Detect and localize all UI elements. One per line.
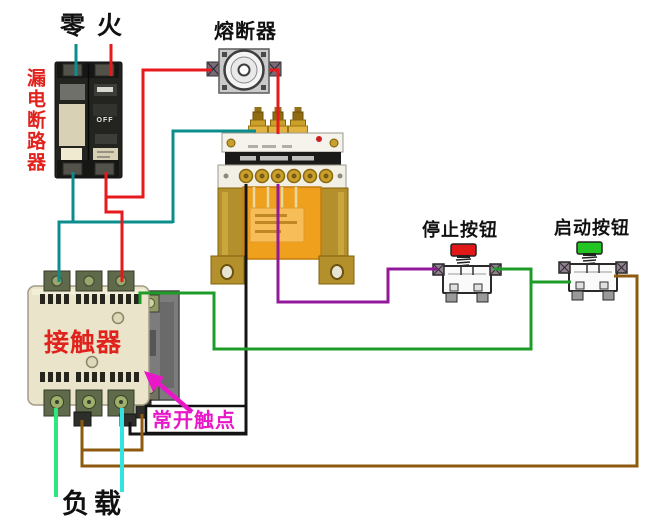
no-contact-arrow <box>144 371 194 414</box>
vent-slots <box>40 294 139 382</box>
contactor-label: 接触器 <box>44 329 123 357</box>
start-button-cap <box>576 241 603 255</box>
no-contact-label: 常开触点 <box>152 410 236 432</box>
wires <box>54 44 639 497</box>
fuse-label: 熔断器 <box>214 21 277 43</box>
contactor-icon <box>27 270 180 427</box>
leakage-breaker-icon <box>54 61 123 179</box>
leakage-breaker-label: 漏电断路器 <box>24 68 45 173</box>
transformer-lower-terminals <box>223 168 343 184</box>
live-wire-segment <box>270 68 280 134</box>
start-button-icon <box>558 241 628 301</box>
fuse-icon <box>206 48 282 94</box>
secondary-purple-wire <box>276 184 438 304</box>
transformer-icon <box>210 107 355 285</box>
neutral-wire-segment <box>171 129 256 223</box>
control-green-wire <box>138 267 533 351</box>
live-wire-segment <box>106 68 212 199</box>
indicator-dot <box>316 136 322 142</box>
stop-button-cap <box>450 243 477 257</box>
coil-brown-wire-branch <box>82 414 144 452</box>
live-label: 火 <box>97 12 124 40</box>
stop-button-icon <box>432 243 502 303</box>
start-button-label: 启动按钮 <box>554 218 630 238</box>
neutral-label: 零 <box>60 12 87 40</box>
breaker-off-label: OFF <box>96 117 114 124</box>
live-wire-segment <box>104 210 124 282</box>
load-label: 负载 <box>62 489 126 519</box>
secondary-black-wire <box>128 184 248 436</box>
stop-button-label: 停止按钮 <box>422 220 498 240</box>
